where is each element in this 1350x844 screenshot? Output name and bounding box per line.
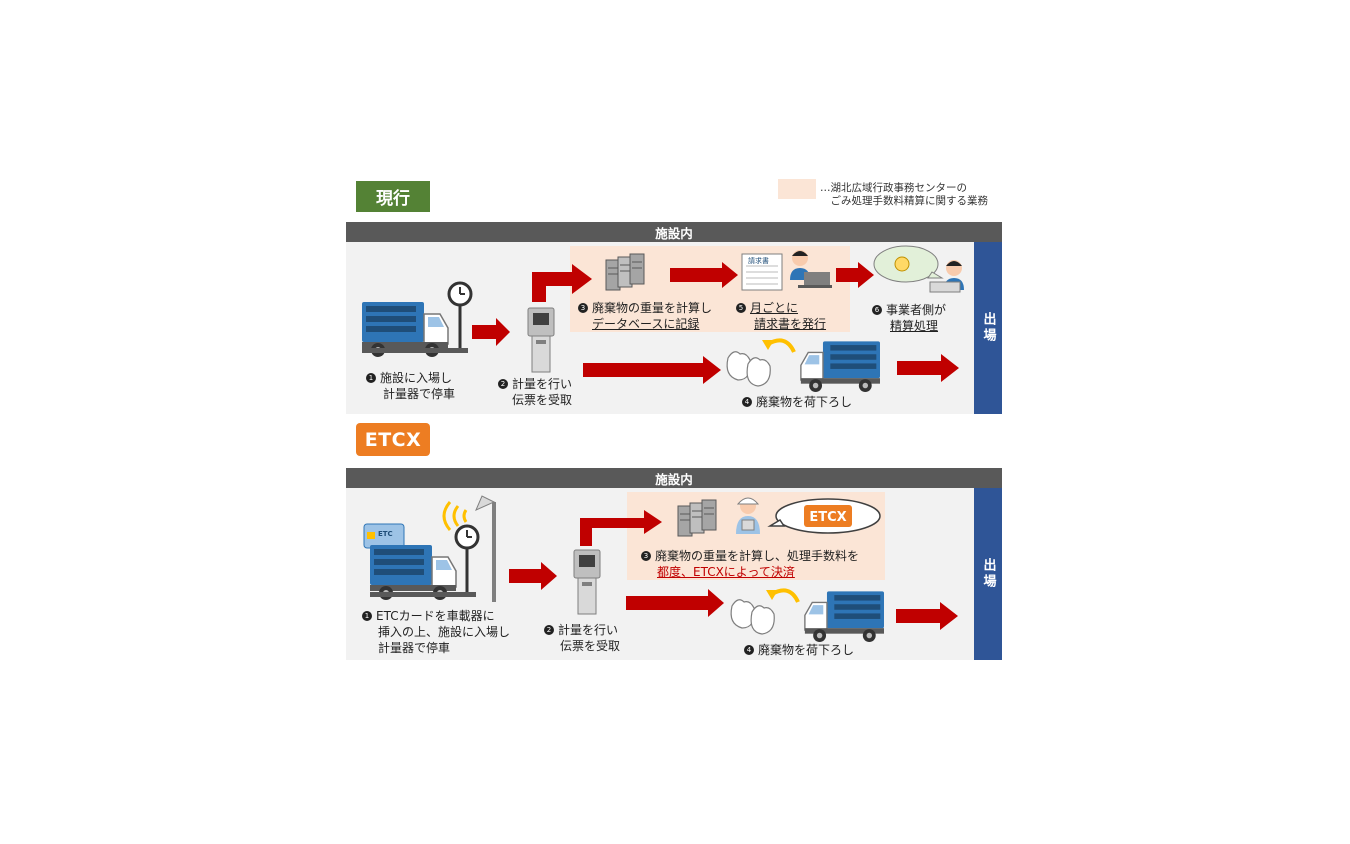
scale-platform <box>370 592 476 597</box>
legend-swatch <box>778 179 816 199</box>
legend-text: …湖北広域行政事務センターの ごみ処理手数料精算に関する業務 <box>820 182 988 207</box>
unload-curve-arrow-icon <box>762 338 796 353</box>
unload-truck-icon <box>800 340 881 393</box>
arrow-up-right-icon <box>580 510 662 546</box>
etc-antenna-icon <box>442 495 496 602</box>
unload-curve-arrow-icon <box>766 588 800 603</box>
arrow-icon <box>836 262 874 288</box>
staff-laptop-icon <box>790 250 832 288</box>
server-icon <box>605 253 645 291</box>
etcx-speech-bubble: ETCX <box>767 498 881 534</box>
etcx-badge: ETCX <box>356 423 430 456</box>
unload-truck-icon <box>804 590 885 643</box>
kiosk-icon <box>527 307 555 373</box>
arrow-exit-icon <box>897 354 959 382</box>
etcx-bubble-text: ETCX <box>809 510 846 525</box>
server-icon <box>677 499 717 537</box>
scale-platform <box>362 348 468 353</box>
arrow-up-right-icon <box>532 264 592 302</box>
truck-icon <box>361 301 449 358</box>
invoice-label: 請求書 <box>748 256 769 265</box>
arrow-exit-icon <box>896 602 958 630</box>
arrow-icon <box>509 562 557 590</box>
arrow-icon <box>670 262 738 288</box>
worker-icon <box>736 497 760 534</box>
current-exit-label: 出場 <box>974 242 1002 414</box>
truck-icon <box>369 544 457 601</box>
arrow-icon <box>472 318 510 346</box>
current-badge: 現行 <box>356 181 430 212</box>
arrow-long-icon <box>583 356 721 384</box>
invoice-icon: 請求書 <box>741 253 783 291</box>
arrow-long-icon <box>626 589 724 617</box>
etcx-section-header: 施設内 <box>346 468 1002 488</box>
kiosk-icon <box>573 549 601 615</box>
operator-settlement-icon <box>873 245 964 293</box>
etc-card-label: ETC <box>378 530 393 538</box>
etcx-exit-label: 出場 <box>974 488 1002 660</box>
current-section-header: 施設内 <box>346 222 1002 242</box>
